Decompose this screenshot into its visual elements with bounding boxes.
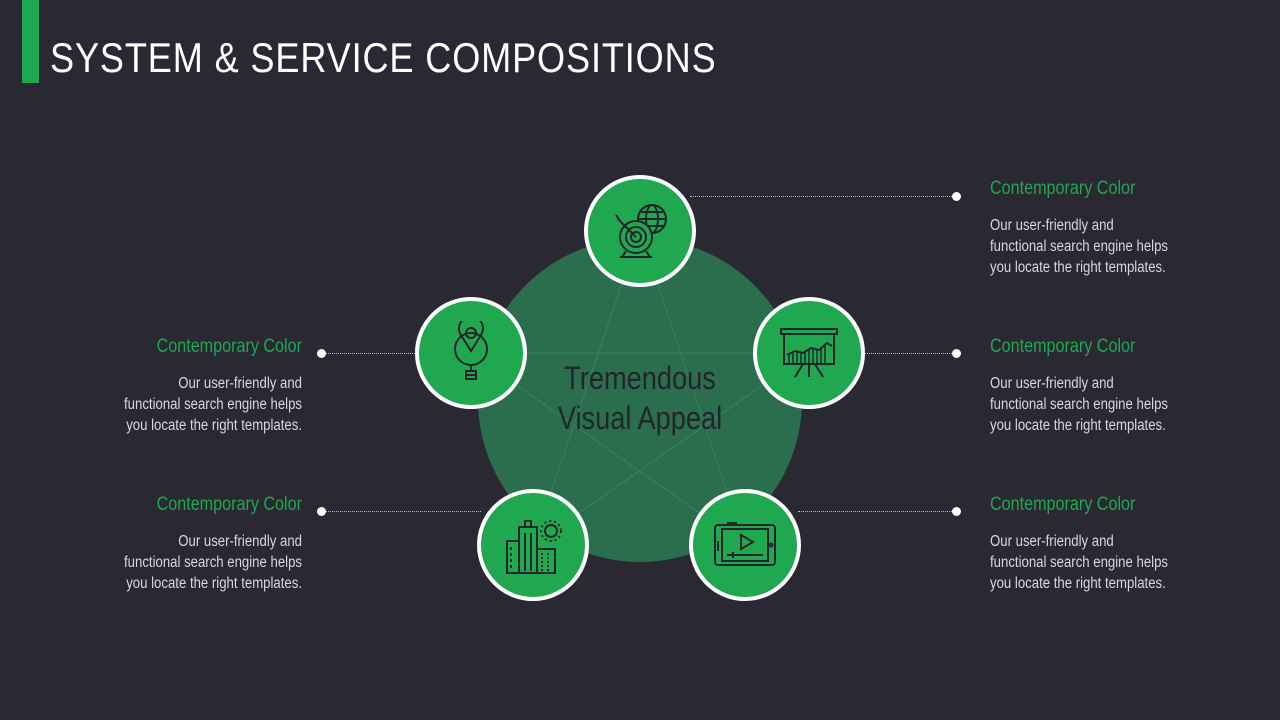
node-location-pin [415, 297, 527, 409]
connector-dot [952, 192, 961, 201]
feature-item: Contemporary Color Our user-friendly and… [990, 336, 1220, 436]
feature-title: Contemporary Color [156, 336, 302, 357]
connector-line [690, 196, 956, 197]
presentation-chart-icon [780, 328, 838, 378]
location-pin-icon [454, 321, 488, 380]
center-text: Tremendous Visual Appeal [538, 358, 742, 438]
connector-dot [952, 507, 961, 516]
video-tablet-icon [714, 522, 776, 566]
target-globe-icon [615, 204, 667, 258]
connector-line [865, 353, 956, 354]
connector-line [321, 511, 481, 512]
node-video-tablet [689, 489, 801, 601]
connector-dot [317, 349, 326, 358]
feature-title: Contemporary Color [990, 494, 1136, 515]
connector-dot [317, 507, 326, 516]
feature-item: Contemporary Color Our user-friendly and… [72, 494, 302, 594]
node-target-globe [584, 175, 696, 287]
feature-item: Contemporary Color Our user-friendly and… [990, 494, 1220, 594]
feature-title: Contemporary Color [156, 494, 302, 515]
connector-line [798, 511, 956, 512]
city-buildings-icon [506, 520, 562, 574]
center-line-1: Tremendous [564, 360, 716, 396]
feature-title: Contemporary Color [990, 336, 1136, 357]
feature-item: Contemporary Color Our user-friendly and… [72, 336, 302, 436]
feature-title: Contemporary Color [990, 178, 1136, 199]
node-city-buildings [477, 489, 589, 601]
connector-dot [952, 349, 961, 358]
feature-item: Contemporary Color Our user-friendly and… [990, 178, 1220, 278]
title-accent-bar [22, 0, 39, 83]
node-presentation-chart [753, 297, 865, 409]
center-line-2: Visual Appeal [557, 400, 723, 436]
page-title: SYSTEM & SERVICE COMPOSITIONS [50, 34, 717, 81]
connector-line [321, 353, 415, 354]
